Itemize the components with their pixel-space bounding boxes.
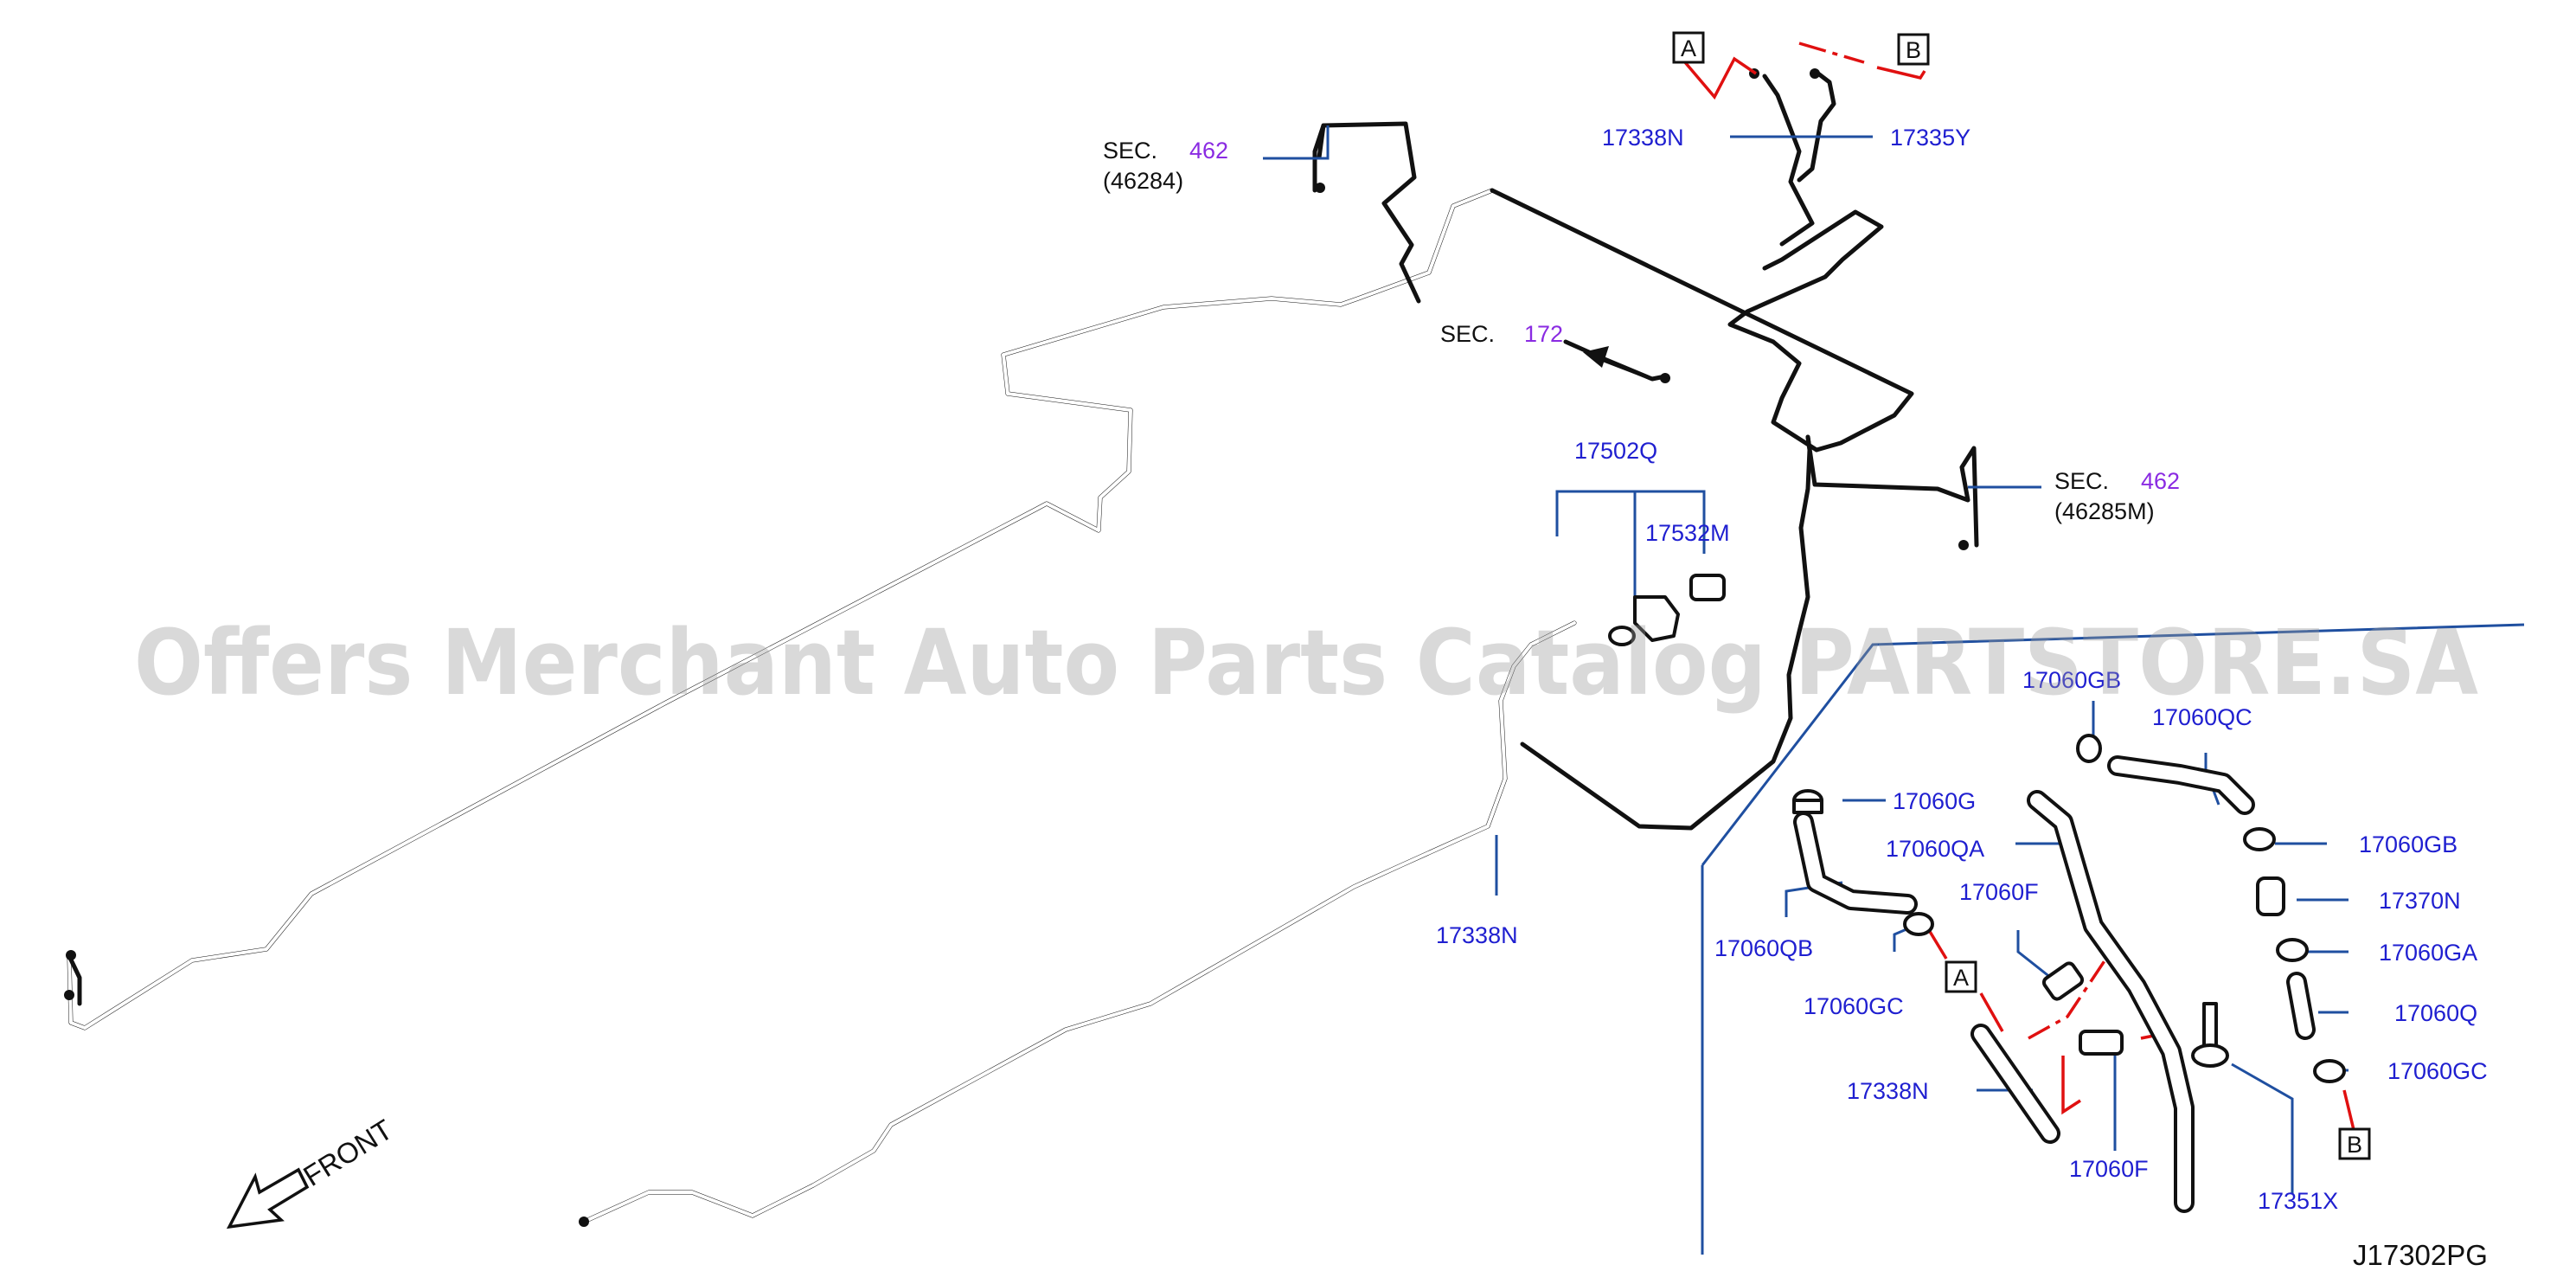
svg-text:B: B <box>2347 1132 2362 1158</box>
connector-17351X <box>2191 1002 2229 1068</box>
sec-462-right-sub: (46285M) <box>2054 498 2155 524</box>
clip-17532M <box>1689 574 1726 601</box>
clamp-17060GB <box>2243 827 2276 851</box>
sec-462-left-prefix: SEC. <box>1103 138 1157 164</box>
arrow-to-sec-172 <box>1583 346 1653 381</box>
pn-17338N-bottom[interactable]: 17338N <box>1847 1078 1929 1104</box>
sec-172-number[interactable]: 172 <box>1524 321 1563 347</box>
pn-17060GA[interactable]: 17060GC <box>1804 993 1904 1019</box>
marker-box-a-bottom: A <box>1945 960 1977 993</box>
hose-17060QA <box>2027 790 2195 1213</box>
pn-17060GB[interactable]: 17060GB <box>2359 831 2457 857</box>
pn-17370N[interactable]: 17370N <box>2379 888 2461 914</box>
clamp-17060GC-lower <box>2313 1059 2346 1083</box>
marker-box-b-top: B <box>1897 33 1930 66</box>
sec-462-right-number[interactable]: 462 <box>2141 468 2180 494</box>
tube-17338N <box>1970 1024 2060 1144</box>
pn-17060QB[interactable]: 17060QB <box>1714 935 1813 961</box>
pn-17060GC-lower[interactable]: 17060GC <box>2387 1058 2488 1084</box>
watermark: Offers Merchant Auto Parts Catalog PARTS… <box>134 610 2478 716</box>
pn-17060QC[interactable]: 17060QC <box>2152 704 2252 730</box>
pipe-main-right-lower <box>581 209 1979 1224</box>
svg-text:B: B <box>1906 37 1921 63</box>
pipe-upper-right-loop <box>1317 121 1914 453</box>
pipe-top-branches <box>1563 68 1836 382</box>
front-arrow-icon <box>226 1167 310 1229</box>
diagram-code: J17302PG <box>2353 1239 2488 1271</box>
hose-17060Q <box>2286 972 2316 1040</box>
sec-462-left-number[interactable]: 462 <box>1189 138 1228 164</box>
clamp-17060GC-upper <box>2276 938 2309 962</box>
sec-462-left-sub: (46284) <box>1103 168 1183 194</box>
pn-17060F-upper[interactable]: 17060F <box>1959 879 2039 905</box>
marker-box-a-top: A <box>1672 31 1705 64</box>
pipe-main-left-upper <box>67 188 1495 1030</box>
pn-17502Q[interactable]: 17502Q <box>1574 438 1657 464</box>
pn-17060GC-upper[interactable]: 17060GA <box>2379 940 2477 966</box>
pn-17351X[interactable]: 17351X <box>2258 1188 2338 1214</box>
pn-17060F-lower[interactable]: 17060F <box>2069 1156 2149 1182</box>
svg-text:A: A <box>1681 35 1696 61</box>
sensor-17502Q <box>1608 595 1680 646</box>
svg-text:A: A <box>1953 965 1969 991</box>
marker-box-b-bottom: B <box>2338 1127 2371 1160</box>
sec-462-right-prefix: SEC. <box>2054 468 2109 494</box>
pn-17060Q[interactable]: 17060Q <box>2394 1000 2477 1026</box>
valve-17370N <box>2256 876 2285 916</box>
clamp-17060GA <box>1903 912 1934 936</box>
pn-17338N-top[interactable]: 17338N <box>1602 125 1684 151</box>
hose-17060QB <box>1793 812 1918 915</box>
pn-17532M[interactable]: 17532M <box>1645 520 1730 546</box>
hose-17060QC <box>2107 755 2255 815</box>
dashed-links <box>1683 42 2356 1134</box>
pn-17060G[interactable]: 17060G <box>1893 788 1976 814</box>
sec-172-prefix: SEC. <box>1440 321 1495 347</box>
pipe-left-end <box>67 123 1326 1006</box>
front-label: FRONT <box>298 1113 398 1192</box>
pn-17060QA[interactable]: 17060QA <box>1886 836 1984 862</box>
clip-17060F-upper <box>2041 961 2085 1001</box>
pn-17335Y[interactable]: 17335Y <box>1890 125 1970 151</box>
clip-17060F-lower <box>2079 1030 2124 1056</box>
pn-17338N-middle[interactable]: 17338N <box>1436 922 1518 948</box>
pn-17060GB-upper[interactable]: 17060GB <box>2022 667 2121 693</box>
clamp-17060GB-upper <box>2076 734 2102 763</box>
clamp-17060G <box>1792 789 1823 814</box>
